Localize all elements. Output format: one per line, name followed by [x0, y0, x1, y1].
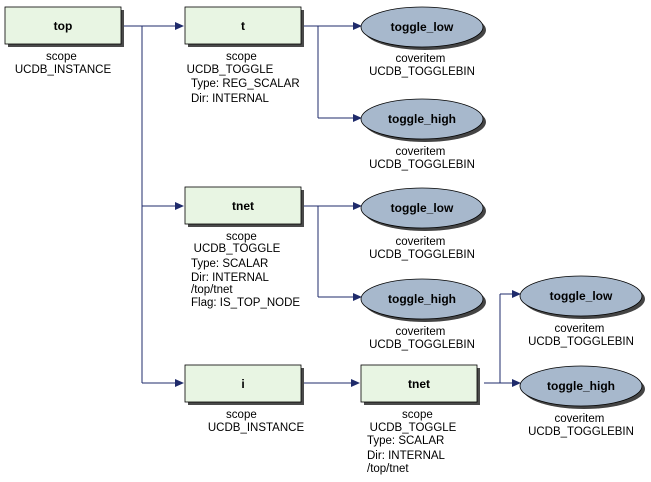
coveritem-node-t-low[interactable]: toggle_low coveritem UCDB_TOGGLEBIN [360, 6, 486, 78]
arrow-to-t [175, 22, 184, 30]
scope-node-tnet[interactable]: tnet scope UCDB_TOGGLE Type: SCALAR Dir:… [184, 186, 304, 309]
scope-node-i[interactable]: i scope UCDB_INSTANCE [184, 364, 305, 434]
node-label: toggle_low [550, 289, 613, 303]
node-attributes: Type: REG_SCALAR Dir: INTERNAL [191, 78, 303, 105]
node-description: coveritem UCDB_TOGGLEBIN [528, 413, 634, 438]
arrow-to-i [175, 379, 184, 387]
node-description: scope UCDB_INSTANCE [15, 51, 112, 76]
coveritem-node-i-low[interactable]: toggle_low coveritem UCDB_TOGGLEBIN [519, 275, 645, 348]
node-description: scope UCDB_TOGGLE [370, 409, 457, 434]
node-description: coveritem UCDB_TOGGLEBIN [528, 323, 634, 348]
node-attributes: Type: SCALAR Dir: INTERNAL /top/tnet [367, 435, 448, 475]
node-label: toggle_high [388, 112, 456, 126]
node-label: tnet [232, 199, 254, 213]
scope-node-i-tnet[interactable]: tnet scope UCDB_TOGGLE Type: SCALAR Dir:… [360, 364, 480, 475]
scope-node-top[interactable]: top scope UCDB_INSTANCE [4, 6, 124, 76]
arrow-to-tnet-low [353, 202, 362, 210]
edge-top-children [122, 25, 176, 384]
coveritem-node-tnet-low[interactable]: toggle_low coveritem UCDB_TOGGLEBIN [360, 187, 486, 261]
arrow-to-i-high [512, 379, 521, 387]
node-label: tnet [408, 377, 430, 391]
node-attributes: Type: SCALAR Dir: INTERNAL /top/tnet Fla… [191, 258, 300, 309]
edges [122, 22, 521, 387]
node-label: top [54, 19, 73, 33]
node-description: scope UCDB_TOGGLE [187, 51, 274, 76]
node-label: i [241, 377, 244, 391]
node-description: coveritem UCDB_TOGGLEBIN [369, 326, 475, 351]
node-description: coveritem UCDB_TOGGLEBIN [369, 146, 475, 171]
arrow-to-i-low [512, 290, 521, 298]
node-description: coveritem UCDB_TOGGLEBIN [369, 236, 475, 261]
coveritem-node-i-high[interactable]: toggle_high coveritem UCDB_TOGGLEBIN [519, 365, 645, 438]
edge-itnet-toggles [484, 293, 515, 384]
scope-node-t[interactable]: t scope UCDB_TOGGLE Type: REG_SCALAR Dir… [184, 6, 304, 105]
node-label: toggle_high [547, 379, 615, 393]
edge-t-toggles [300, 25, 356, 119]
coveritem-node-tnet-high[interactable]: toggle_high coveritem UCDB_TOGGLEBIN [360, 278, 486, 351]
node-label: toggle_low [391, 201, 454, 215]
node-description: scope UCDB_TOGGLE [194, 231, 281, 255]
arrow-to-i-tnet [351, 379, 360, 387]
node-description: scope UCDB_INSTANCE [208, 409, 305, 434]
arrow-to-tnet-high [353, 293, 362, 301]
node-label: t [241, 19, 245, 33]
node-label: toggle_high [388, 292, 456, 306]
arrow-to-t-low [353, 22, 362, 30]
node-description: coveritem UCDB_TOGGLEBIN [369, 53, 475, 78]
coveritem-node-t-high[interactable]: toggle_high coveritem UCDB_TOGGLEBIN [360, 98, 486, 171]
arrow-to-tnet [175, 202, 184, 210]
node-label: toggle_low [391, 20, 454, 34]
edge-tnet-toggles [300, 205, 356, 298]
arrow-to-t-high [353, 114, 362, 122]
